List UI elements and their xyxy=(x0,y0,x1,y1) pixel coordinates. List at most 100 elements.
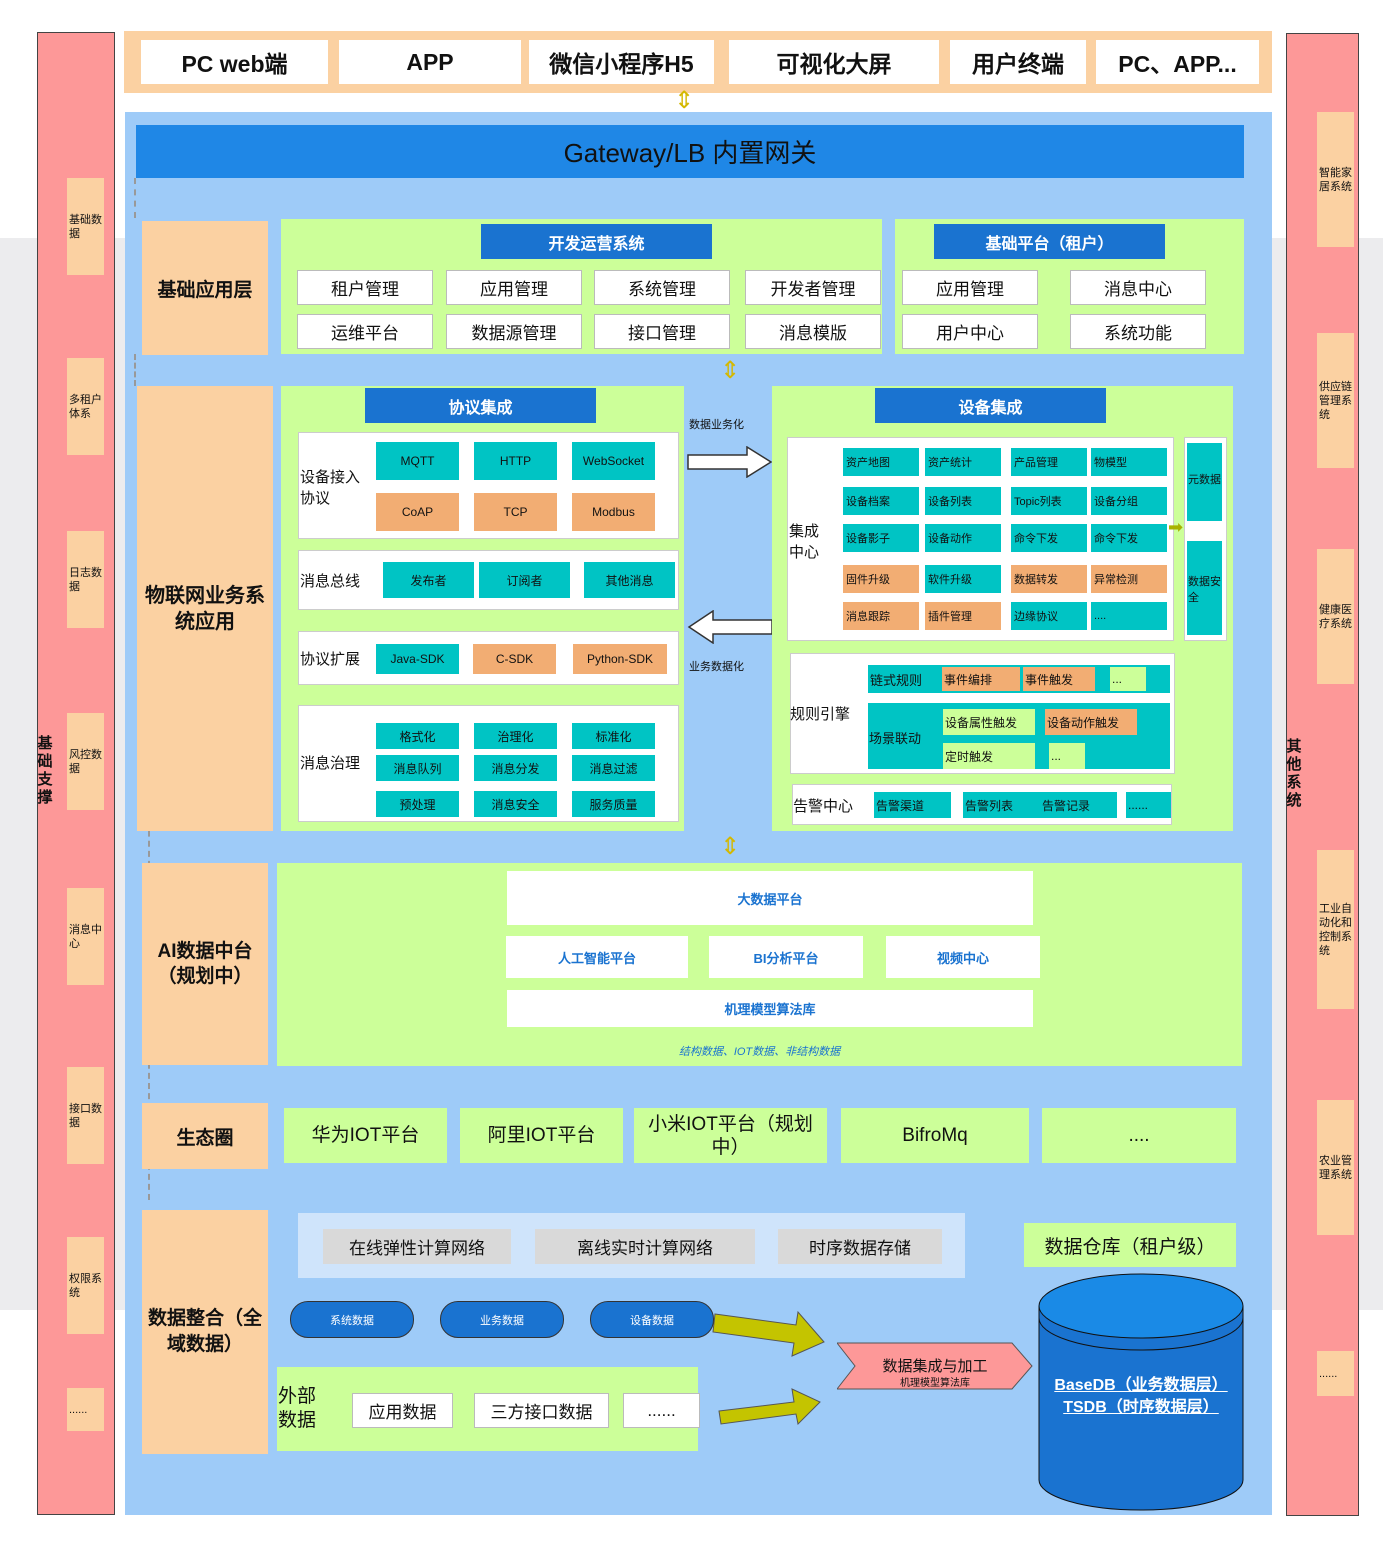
eco-item: .... xyxy=(1042,1108,1236,1163)
device-center-item: 异常检测 xyxy=(1091,565,1167,593)
client-5: PC、APP... xyxy=(1096,40,1259,84)
compute-item: 离线实时计算网络 xyxy=(535,1229,755,1264)
left-support-item: 基础数据 xyxy=(67,178,104,275)
governance-item: 标准化 xyxy=(572,723,655,749)
alarm-item: 告警列表 xyxy=(963,792,1040,818)
protocol-item: MQTT xyxy=(376,442,459,480)
left-support-item: ...... xyxy=(67,1388,104,1431)
device-center-item: 设备动作 xyxy=(925,524,1001,552)
algorithm-library: 机理模型算法库 xyxy=(507,990,1033,1027)
dev-ops-item: 开发者管理 xyxy=(745,270,881,305)
device-title: 设备集成 xyxy=(875,388,1106,423)
bus-item: 其他消息 xyxy=(584,562,675,598)
bus-item: 发布者 xyxy=(383,562,474,598)
scene-item: 定时触发 xyxy=(943,743,1035,769)
left-support-item: 多租户体系 xyxy=(67,358,104,455)
dashed-line xyxy=(134,178,136,218)
right-other-item: 健康医疗系统 xyxy=(1317,549,1354,684)
client-4: 用户终端 xyxy=(950,40,1086,84)
dev-ops-item: 系统管理 xyxy=(594,270,730,305)
governance-item: 治理化 xyxy=(474,723,557,749)
external-data-item: 应用数据 xyxy=(352,1393,453,1428)
data-source-item: 系统数据 xyxy=(290,1301,414,1338)
scene-item: 设备属性触发 xyxy=(943,709,1035,735)
protocol-item: CoAP xyxy=(376,493,459,531)
data-source-item: 设备数据 xyxy=(590,1301,714,1338)
dev-ops-item: 数据源管理 xyxy=(446,314,582,349)
right-other-column xyxy=(1286,33,1359,1516)
governance-item: 消息队列 xyxy=(376,755,459,781)
governance-item: 格式化 xyxy=(376,723,459,749)
data-process-sub: 机理模型算法库 xyxy=(900,1378,970,1389)
protocol-title: 协议集成 xyxy=(365,388,596,423)
left-support-item: 风控数据 xyxy=(67,713,104,810)
access-label: 设备接入协议 xyxy=(300,469,361,507)
client-3: 可视化大屏 xyxy=(729,40,939,84)
layer-basic-label: 基础应用层 xyxy=(142,221,268,355)
sdk-item: C-SDK xyxy=(473,644,556,674)
device-center-item: 边缘协议 xyxy=(1011,602,1087,630)
bi-platform: BI分析平台 xyxy=(709,936,863,978)
arrow-diag-up-icon xyxy=(718,1388,821,1426)
video-center: 视频中心 xyxy=(886,936,1040,978)
device-center-item: 固件升级 xyxy=(843,565,919,593)
right-other-item: 供应链管理系统 xyxy=(1317,333,1354,468)
device-center-item: Topic列表 xyxy=(1011,487,1087,515)
data-process-title: 数据集成与加工 xyxy=(882,1358,988,1375)
sdk-item: Python-SDK xyxy=(573,644,667,674)
right-other-item: 农业管理系统 xyxy=(1317,1100,1354,1235)
alarm-label: 告警中心 xyxy=(793,798,854,815)
protocol-item: TCP xyxy=(474,493,557,531)
external-data-item: ...... xyxy=(623,1393,700,1428)
arrow-left-label: 业务数据化 xyxy=(689,661,744,673)
layer-iot-label: 物联网业务系统应用 xyxy=(137,386,273,831)
eco-item: 小米IOT平台（规划中） xyxy=(634,1108,827,1163)
dev-ops-item: 租户管理 xyxy=(297,270,433,305)
protocol-item: HTTP xyxy=(474,442,557,480)
compute-item: 在线弹性计算网络 xyxy=(323,1229,511,1264)
arrow-diag-down-icon xyxy=(712,1310,825,1357)
device-center-item: 设备影子 xyxy=(843,524,919,552)
right-other-title: 其他系统 xyxy=(1286,738,1302,809)
dashed-line xyxy=(134,354,136,386)
layer-ai-label: AI数据中台（规划中） xyxy=(142,863,268,1065)
governance-item: 消息分发 xyxy=(474,755,557,781)
bigdata-platform: 大数据平台 xyxy=(507,871,1033,925)
db-line-2: TSDB（时序数据层） xyxy=(1063,1399,1219,1416)
rule-engine-label: 规则引擎 xyxy=(790,706,851,723)
eco-item: BifroMq xyxy=(841,1108,1029,1163)
layer-data-label: 数据整合（全域数据） xyxy=(142,1210,268,1454)
scene-label: 场景联动 xyxy=(869,731,922,746)
ext-label: 协议扩展 xyxy=(300,651,361,668)
right-other-item: 智能家居系统 xyxy=(1317,112,1354,247)
left-support-item: 接口数据 xyxy=(67,1067,104,1164)
scene-item: 设备动作触发 xyxy=(1045,709,1137,735)
updown-arrow-icon: ⇕ xyxy=(719,356,741,384)
arrow-right-small-icon: ➡ xyxy=(1168,517,1184,537)
arrow-right-label: 数据业务化 xyxy=(689,419,744,431)
client-2: 微信小程序H5 xyxy=(529,40,714,84)
device-center-item: 设备分组 xyxy=(1091,487,1167,515)
updown-arrow-icon: ⇕ xyxy=(719,832,741,860)
device-center-item: 消息跟踪 xyxy=(843,602,919,630)
base-platform-item: 应用管理 xyxy=(902,270,1038,305)
left-support-item: 日志数据 xyxy=(67,531,104,628)
device-center-item: 资产统计 xyxy=(925,448,1001,476)
device-center-item: 设备列表 xyxy=(925,487,1001,515)
eco-item: 华为IOT平台 xyxy=(284,1108,447,1163)
metadata-box: 元数据 xyxy=(1187,443,1222,521)
gov-label: 消息治理 xyxy=(300,755,361,772)
governance-item: 消息安全 xyxy=(474,791,557,817)
ai-note: 结构数据、IOT数据、非结构数据 xyxy=(678,1046,841,1058)
base-platform-item: 消息中心 xyxy=(1070,270,1206,305)
device-center-item: 产品管理 xyxy=(1011,448,1087,476)
rule-chain-item: ... xyxy=(1110,667,1146,691)
device-center-item: 插件管理 xyxy=(925,602,1001,630)
updown-arrow-icon: ⇕ xyxy=(673,86,695,114)
layer-eco-label: 生态圈 xyxy=(142,1103,268,1169)
bus-item: 订阅者 xyxy=(479,562,570,598)
dev-ops-item: 运维平台 xyxy=(297,314,433,349)
alarm-item: 告警渠道 xyxy=(874,792,951,818)
governance-item: 预处理 xyxy=(376,791,459,817)
eco-item: 阿里IOT平台 xyxy=(460,1108,623,1163)
